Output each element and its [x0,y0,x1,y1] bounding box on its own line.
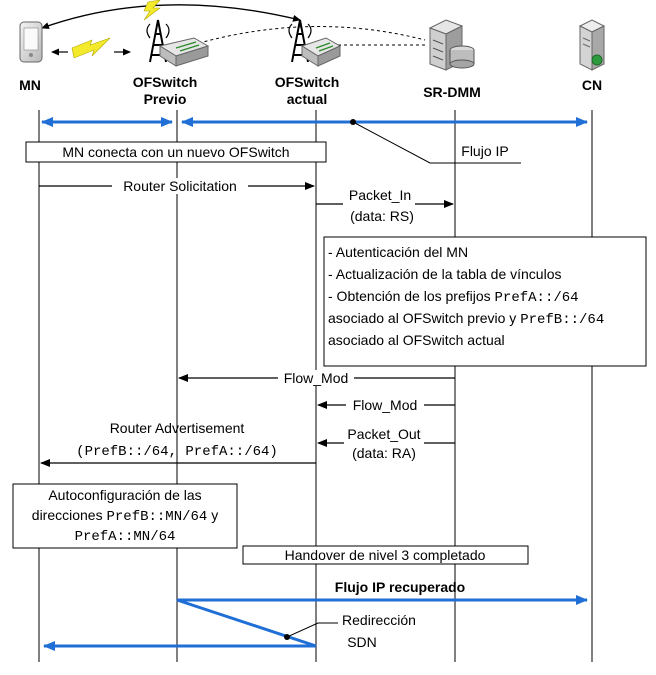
flujo-recuperado-label: Flujo IP recuperado [335,579,465,595]
autoconf-box [12,483,238,549]
auth-line-4: asociado al OFSwitch previo y PrefB::/64 [328,310,604,328]
auth-line-2: - Actualización de la tabla de vínculos [328,266,561,282]
packet-in-data: (data: RS) [350,208,414,224]
redireccion-label-2: SDN [347,634,377,650]
autoconf-line-1: Autoconfiguración de las [48,487,201,503]
router-adv-prefixes: (PrefB::/64, PrefA::/64) [76,444,278,460]
mn-connects-text: MN conecta con un nuevo OFSwitch [62,144,289,160]
router-adv-label: Router Advertisement [110,420,245,436]
flow-mod-1-label: Flow_Mod [284,370,349,386]
node-label-ofswitch-actual-1: OFSwitch [275,74,340,90]
redirection-diagonal [176,598,317,648]
packet-out-data: (data: RA) [352,445,416,461]
packet-out-label: Packet_Out [347,426,420,442]
node-label-ofswitch-actual-2: actual [287,91,327,107]
autoconf-line-3: PrefA::MN/64 [75,529,176,545]
handover-box [242,545,529,565]
autoconf-line-2: direcciones PrefB::MN/64 y [32,507,218,525]
node-label-cn: CN [582,77,602,93]
auth-line-5: asociado al OFSwitch actual [328,332,505,348]
sr-dmm-server-icon [428,19,475,71]
auth-line-1: - Autenticación del MN [328,244,468,260]
ofswitch-actual-icon [288,19,342,67]
initial-ip-flow: Flujo IP [41,117,588,164]
node-labels: MN OFSwitch Previo OFSwitch actual SR-DM… [19,74,602,107]
packet-in-label: Packet_In [349,187,411,203]
flow-mod-2-label: Flow_Mod [353,397,418,413]
redirection-pointer [286,622,338,638]
router-solicitation-label: Router Solicitation [123,178,237,194]
cn-server-icon [578,19,606,71]
node-label-ofswitch-prev-2: Previo [144,91,187,107]
auth-box [323,236,647,367]
flujo-ip-label: Flujo IP [461,143,508,159]
mn-phone-icon [19,21,43,63]
node-label-ofswitch-prev-1: OFSwitch [133,74,198,90]
mn-connects-box [25,141,327,163]
lightning-icon [71,37,111,59]
redireccion-label-1: Redirección [342,612,416,628]
node-label-mn: MN [19,77,41,93]
auth-line-3: - Obtención de los prefijos PrefA::/64 [328,288,579,306]
handover-text: Handover de nivel 3 completado [285,547,486,563]
ofswitch-prev-icon [146,19,210,67]
flujo-ip-pointer [352,121,521,164]
node-label-sr-dmm: SR-DMM [423,84,481,100]
handover-arc [41,4,301,29]
top-connections [41,0,428,59]
lightning-icon-top [143,0,161,21]
